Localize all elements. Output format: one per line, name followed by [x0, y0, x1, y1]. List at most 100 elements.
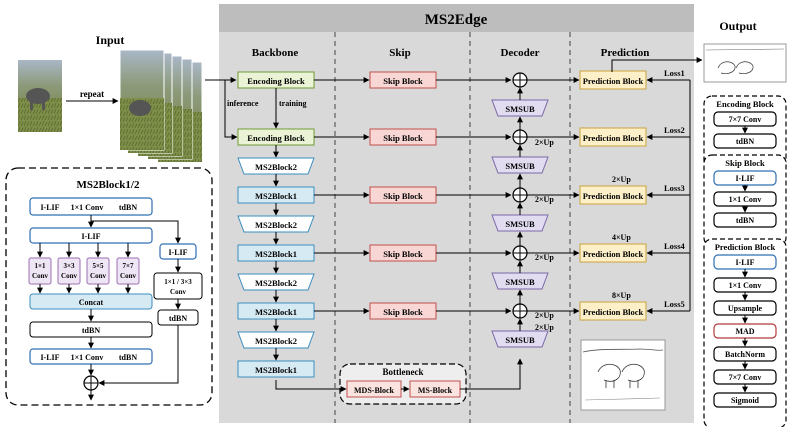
smsub-label: SMSUB	[505, 161, 535, 171]
input-image	[18, 60, 62, 132]
backbone-block-label: MS2Block1	[255, 365, 297, 375]
bottleneck-to-decoder	[460, 358, 523, 390]
decoder-sum-node	[512, 187, 528, 203]
side-branch-line	[91, 220, 181, 244]
backbone-block-label: MS2Block1	[255, 307, 297, 317]
side-conv-label: Conv	[170, 288, 186, 296]
kernel-1-conv: Conv	[32, 272, 48, 280]
ilif-bar	[29, 227, 153, 244]
bottom-conv: 1×1 Conv	[71, 353, 104, 362]
smsub-block	[491, 99, 549, 117]
backbone-block-label: MS2Block2	[255, 336, 297, 346]
decoder-upsample-label: 2×Up	[535, 195, 554, 204]
smsub-block	[491, 156, 549, 174]
training-label: training	[279, 99, 307, 108]
prediction-def-item-label: 7×7 Conv	[729, 373, 762, 382]
output-edge-map	[703, 43, 787, 83]
kernel-7-conv: Conv	[120, 272, 136, 280]
prediction-block	[579, 243, 647, 263]
skip-block-label: Skip Block	[383, 307, 423, 317]
bottleneck-title: Bottleneck	[383, 367, 424, 377]
edge-map-preview	[580, 339, 666, 411]
bottom-lif: I-LIF	[40, 353, 59, 362]
smsub-block	[491, 214, 549, 232]
skip-block-label: Skip Block	[383, 249, 423, 259]
prediction-block	[579, 185, 647, 205]
loss-label: Loss1	[664, 68, 685, 78]
repeated-input-stack	[119, 49, 203, 163]
ms2block2-shape	[237, 215, 315, 233]
prediction-block-label: Prediction Block	[583, 191, 644, 201]
smsub-block	[491, 330, 549, 348]
decoder-upsample-label: 2×Up	[535, 253, 554, 262]
prediction-block-label: Prediction Block	[583, 133, 644, 143]
side-ilif-label: I-LIF	[168, 248, 187, 257]
kernel-3-conv: Conv	[61, 272, 77, 280]
smsub-label: SMSUB	[505, 277, 535, 287]
loss-label: Loss4	[664, 241, 686, 251]
repeat-label: repeat	[80, 89, 104, 99]
backbone-block-label: MS2Block2	[255, 162, 297, 172]
kernel-5-conv: Conv	[90, 272, 106, 280]
bottom-bn: tdBN	[119, 353, 137, 362]
skip-def-item-label: 1×1 Conv	[729, 195, 762, 204]
decoder-sum-node	[512, 245, 528, 261]
loss1-to-output	[611, 57, 703, 72]
column-header-decoder: Decoder	[500, 47, 539, 59]
ms2block1-shape	[237, 360, 315, 378]
tdbn-label: tdBN	[82, 326, 100, 335]
decoder-sum-node	[512, 129, 528, 145]
decoder-sum-node	[512, 72, 528, 88]
loss-label: Loss5	[664, 299, 685, 309]
prediction-upsample-label: 8×Up	[612, 291, 631, 300]
diagram-title: MS2Edge	[425, 12, 488, 28]
column-header-prediction: Prediction	[601, 47, 650, 59]
sum-node	[83, 375, 99, 391]
inference-path	[224, 80, 238, 140]
side-branch-return	[98, 325, 179, 386]
prediction-def-item-label: MAD	[735, 327, 754, 336]
encoding-def-item	[713, 133, 777, 149]
encoding-block-1-label: Encoding Block	[247, 76, 305, 86]
encoding-block-2-label: Encoding Block	[247, 133, 305, 143]
backbone-to-bottleneck	[275, 380, 347, 392]
side-conv-kernel: 1×1 / 3×3	[164, 278, 192, 286]
prediction-block-label: Prediction Block	[583, 307, 644, 317]
smsub-label: SMSUB	[505, 335, 535, 345]
prediction-def-item-label: Upsample	[728, 304, 763, 313]
concat-label: Concat	[79, 298, 104, 307]
encoding-def-item-label: 7×7 Conv	[729, 115, 762, 124]
smsub-label: SMSUB	[505, 104, 535, 114]
prediction-block	[579, 301, 647, 321]
column-header-skip: Skip	[389, 47, 410, 59]
backbone-block-label: MS2Block2	[255, 278, 297, 288]
prediction-block-label: Prediction Block	[583, 76, 644, 86]
kernel-3: 3×3	[64, 262, 75, 270]
ms2block2-shape	[237, 157, 315, 175]
loss-label: Loss3	[664, 183, 685, 193]
skip-def-item-label: tdBN	[736, 216, 754, 225]
kernel-branches: 1×1 Conv 3×3 Conv 5×5 Conv 7×7 Conv	[28, 243, 140, 294]
prediction-upsample-label: 2×Up	[612, 175, 631, 184]
skip-def-item-label: I-LIF	[735, 174, 754, 183]
loss-label: Loss2	[664, 125, 685, 135]
kernel-5: 5×5	[93, 262, 104, 270]
mds-block-label: MDS-Block	[354, 386, 395, 395]
ms2block2-shape	[237, 331, 315, 349]
decoder-upsample-label: 2×Up	[535, 323, 554, 332]
top-conv: 1×1 Conv	[71, 203, 104, 212]
backbone-stack: MS2Block2MS2Block1MS2Block2MS2Block1MS2B…	[237, 157, 315, 378]
input-label: Input	[96, 33, 125, 47]
top-lif: I-LIF	[40, 203, 59, 212]
inference-label: inference	[227, 99, 259, 108]
prediction-def-item-label: 1×1 Conv	[729, 281, 762, 290]
prediction-def-item-label: Sigmoid	[731, 396, 760, 405]
ms2block-detail-title: MS2Block1/2	[77, 179, 140, 191]
decoder-upsample-label: 2×Up	[535, 138, 554, 147]
decoder-sum-node	[512, 303, 528, 319]
kernel-1: 1×1	[35, 262, 46, 270]
